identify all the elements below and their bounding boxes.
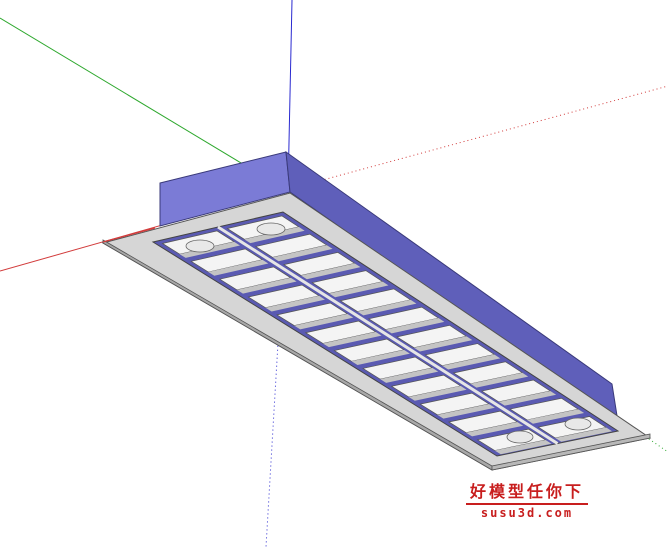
watermark-title: 好模型任你下 [469,482,584,501]
louver-shadow [555,427,613,442]
louver-shadow [236,277,297,294]
louver-shadow [408,385,467,401]
louver-shadow [357,299,417,316]
louver-shadow [385,318,445,334]
louver-shadow [351,349,410,366]
louver-shadow [329,281,389,298]
louver-shadow [300,263,361,280]
lamp-cap-top-right [256,222,286,236]
louver-shadow [442,354,501,370]
louver-center-divider [217,225,559,445]
louver-shadow [322,331,382,348]
red-axis-dotted [285,85,668,191]
louver-shadow [437,403,495,419]
louver-shadow [494,439,552,455]
green-axis-solid [0,17,287,191]
louver-shadow [527,409,585,424]
louver-shadow [294,313,354,330]
watermark-url: susu3d.com [480,506,574,520]
watermark-rule [466,503,588,505]
louver-shadow [272,245,333,262]
louver-shadow [498,390,557,406]
lamp-cap-bottom-left [506,430,534,444]
louver-shadow [265,295,325,312]
louver-shadow [466,421,524,437]
louver-shadow [380,367,439,383]
louver-shadow [413,336,473,352]
lamp-cap-bottom-right [564,417,592,431]
lamp-cap-top-left [185,239,215,253]
louver-shadow [208,259,269,276]
watermark: 好模型任你下 susu3d.com [462,483,592,520]
louver-shadow [470,372,529,388]
frame-red-edge [102,227,156,243]
lamp-caps [185,222,592,444]
fixture-louvers [161,215,613,455]
frame-edge-right [491,433,651,471]
